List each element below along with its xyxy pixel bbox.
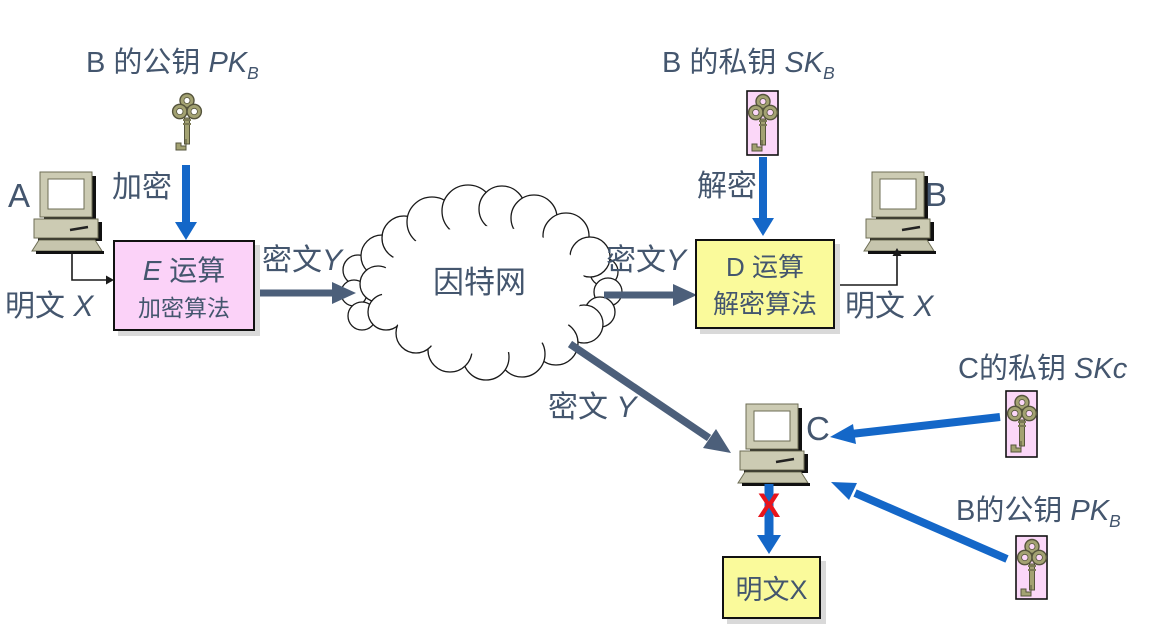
plaintext-b-var: X <box>913 290 934 323</box>
key-arrow-skc-to-c <box>830 413 1001 444</box>
ciphertext-diagonal-var: Y <box>616 391 637 424</box>
decryption-op-letter: D <box>725 252 745 282</box>
plaintext-arrow-a-to-e <box>71 252 114 285</box>
plaintext-arrow-d-to-b <box>836 248 902 286</box>
blocked-cross-mark: X <box>757 487 781 525</box>
b-public-key-bottom-subscript: B <box>1109 510 1121 531</box>
intercepted-plaintext-label: 明文X <box>735 575 808 605</box>
plaintext-b-label: 明文 X <box>845 290 933 323</box>
plaintext-a-label: 明文 X <box>5 290 93 323</box>
b-public-key-bottom-caption-text: B的公钥 <box>956 495 1071 527</box>
b-public-key-caption-bottom: B的公钥 PKB <box>956 495 1121 531</box>
ciphertext-arrow-e-to-cloud <box>256 282 356 304</box>
encryption-op-letter: E <box>142 254 162 286</box>
decryption-operation-box: D 运算 解密算法 <box>695 239 835 329</box>
encrypt-down-arrow <box>175 165 197 240</box>
b-public-key-caption-text: B 的公钥 <box>86 47 209 79</box>
b-public-key-subscript: B <box>247 62 259 83</box>
b-public-key-bottom-symbol: PK <box>1070 495 1110 527</box>
plaintext-a-var: X <box>73 290 94 323</box>
ciphertext-right-text: 密文 <box>606 244 666 277</box>
host-c-label: C <box>806 410 830 447</box>
b-public-key-caption-top: B 的公钥 PKB <box>86 47 259 83</box>
host-a-label: A <box>8 177 31 214</box>
b-private-key-subscript: B <box>823 62 835 83</box>
internet-label: 因特网 <box>433 265 526 300</box>
ciphertext-left-text: 密文 <box>262 244 322 277</box>
plaintext-b-text: 明文 <box>845 290 914 323</box>
c-private-key-symbol: SKc <box>1074 353 1128 385</box>
blocked-plaintext-arrow <box>757 484 781 554</box>
intercepted-plaintext-box: 明文X <box>722 556 821 619</box>
computer-a-icon <box>30 170 106 256</box>
ciphertext-right-var: Y <box>666 244 687 277</box>
b-private-key-caption: B 的私钥 SKB <box>662 47 835 83</box>
c-private-key-caption: C的私钥 SKc <box>958 353 1128 389</box>
decryption-box-title: D 运算 <box>726 247 804 284</box>
ciphertext-left-label: 密文Y <box>262 244 342 277</box>
encryption-algorithm-label: 加密算法 <box>138 294 230 321</box>
c-private-key-caption-text: C的私钥 <box>958 353 1075 385</box>
b-private-key-caption-text: B 的私钥 <box>662 47 785 79</box>
host-b-label: B <box>925 176 948 213</box>
decryption-algorithm-label: 解密算法 <box>712 289 817 319</box>
encrypt-label: 加密 <box>112 171 172 204</box>
plaintext-a-text: 明文 <box>5 290 74 323</box>
ciphertext-diagonal-text: 密文 <box>548 391 617 424</box>
decrypt-label: 解密 <box>697 170 757 203</box>
encryption-box-title: E 运算 <box>143 249 225 289</box>
encryption-op-rest: 运算 <box>161 254 226 286</box>
key-arrow-pkb-to-c <box>831 482 1009 563</box>
b-public-key-icon <box>171 92 203 151</box>
b-public-key-symbol: PK <box>208 47 248 79</box>
ciphertext-arrow-cloud-to-c <box>567 340 731 453</box>
ciphertext-arrow-cloud-to-d <box>604 284 697 306</box>
internet-cloud-icon <box>340 184 623 381</box>
encryption-operation-box: E 运算 加密算法 <box>113 240 255 331</box>
ciphertext-left-var: Y <box>322 244 343 277</box>
decryption-op-rest: 运算 <box>744 252 804 282</box>
ciphertext-diagonal-label: 密文 Y <box>548 391 636 424</box>
computer-c-icon <box>736 402 812 488</box>
b-private-key-symbol: SK <box>784 47 824 79</box>
decrypt-down-arrow <box>752 157 774 236</box>
ciphertext-right-label: 密文Y <box>606 244 686 277</box>
